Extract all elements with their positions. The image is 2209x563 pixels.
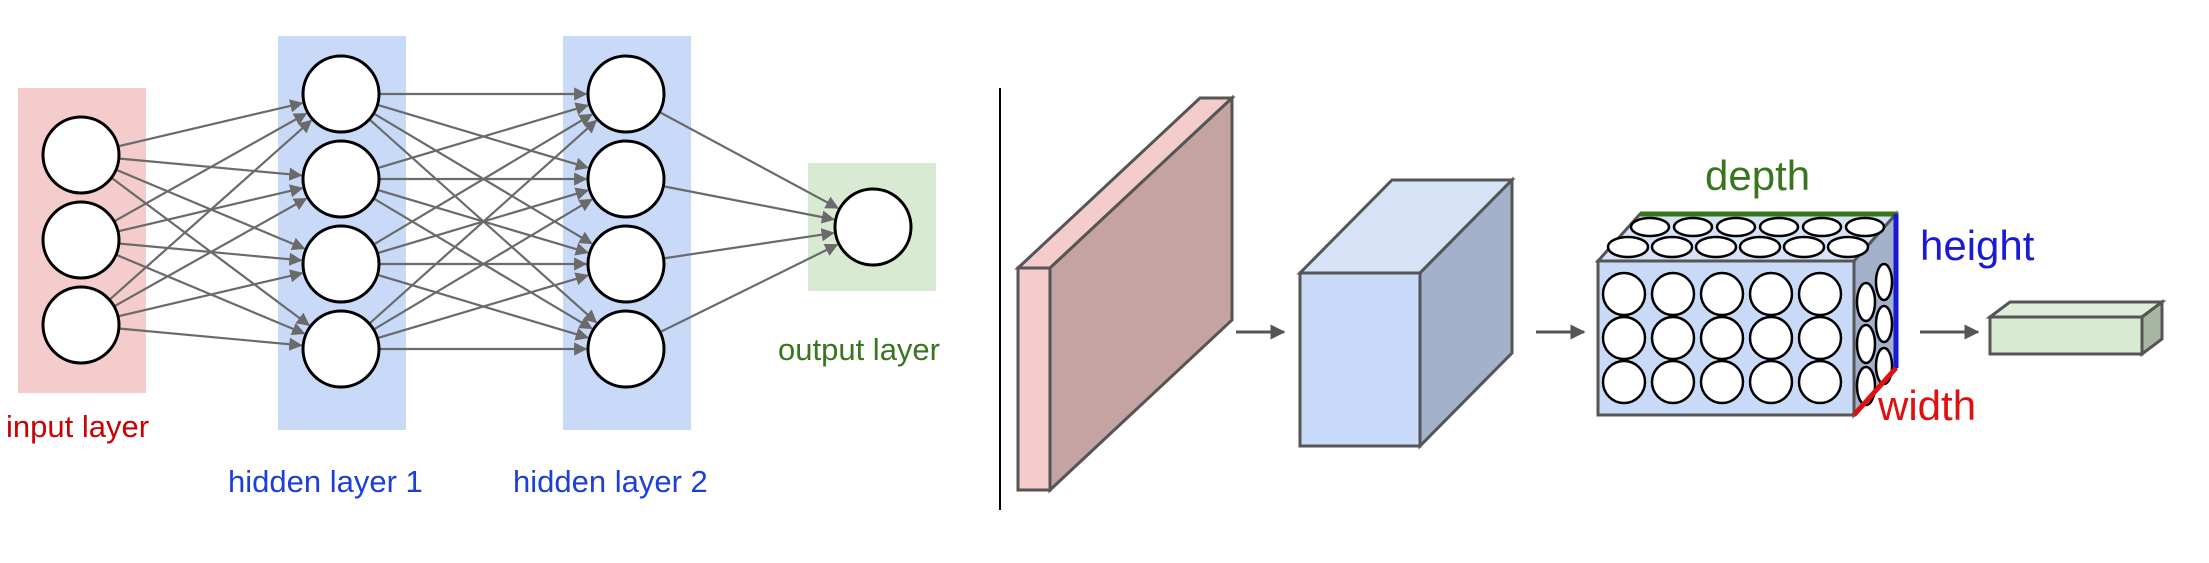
input-neuron [41, 285, 121, 365]
volume-neuron [1748, 315, 1794, 361]
output-neuron [833, 187, 913, 267]
volume-neuron [1748, 271, 1794, 317]
volume-neuron [1601, 359, 1647, 405]
hidden2-neuron [586, 309, 666, 389]
connection-arrow [117, 269, 304, 318]
hidden1-neuron [301, 309, 381, 389]
volume-neuron [1797, 359, 1843, 405]
connection-arrow [377, 102, 589, 170]
volume-neuron [1699, 359, 1745, 405]
connection-arrow [658, 111, 839, 210]
height-label: height [1920, 222, 2035, 269]
volume-neuron [1874, 262, 1894, 302]
volume-neuron [1797, 315, 1843, 361]
volume-neuron [1782, 235, 1826, 259]
hidden1-neuron [301, 139, 381, 219]
width-label: width [1877, 382, 1976, 429]
width-edge [1852, 366, 1898, 417]
input-neuron [41, 115, 121, 195]
connection-arrow [118, 327, 303, 351]
hidden2-neuron [586, 139, 666, 219]
connection-arrow [663, 228, 835, 260]
connection-arrow [368, 119, 598, 325]
connection-arrow [659, 243, 839, 334]
volume-neuron [1601, 271, 1647, 317]
volume-neuron [1748, 359, 1794, 405]
depth-label: depth [1705, 152, 1810, 199]
hidden-layer-2-label: hidden layer 2 [513, 464, 708, 499]
connection-arrow [113, 112, 308, 223]
volume-neuron [1606, 235, 1650, 259]
volume-neuron [1715, 216, 1757, 238]
volume-neuron [1855, 281, 1877, 323]
volume-neuron [1601, 315, 1647, 361]
connection-arrow [373, 198, 593, 331]
volume-neuron [1650, 271, 1696, 317]
volume-neuron [1699, 271, 1745, 317]
volume-neuron [1855, 323, 1877, 365]
volume-neuron [1801, 216, 1843, 238]
cnn-panel: depth height width [1014, 94, 2167, 494]
connection-arrow [373, 113, 593, 246]
hidden2-neuron [586, 224, 666, 304]
hidden-volume-cube [1296, 176, 1516, 450]
volume-neuron [1699, 315, 1745, 361]
volume-neuron [1672, 216, 1714, 238]
volume-neuron [1694, 235, 1738, 259]
connection-arrow [108, 119, 313, 301]
neurons [41, 54, 913, 389]
volume-neuron [1797, 271, 1843, 317]
volume-neuron [1758, 216, 1800, 238]
connections [108, 87, 839, 356]
output-volume-box [1985, 299, 2167, 357]
hidden-layer-1-label: hidden layer 1 [228, 464, 423, 499]
connection-arrow [377, 272, 589, 340]
volume-neuron [1650, 235, 1694, 259]
volume-neuron [1650, 359, 1696, 405]
neural-network-panel: input layer hidden layer 1 hidden layer … [6, 36, 940, 499]
volume-neuron [1826, 235, 1870, 259]
volume-neuron [1844, 216, 1886, 238]
hidden1-neuron [301, 54, 381, 134]
connection-arrow [113, 197, 308, 308]
volume-neuron [1738, 235, 1782, 259]
input-neuron [41, 200, 121, 280]
volume-neurons [1601, 216, 1894, 407]
hidden2-neuron [586, 54, 666, 134]
connection-arrow [663, 185, 836, 224]
input-layer-label: input layer [6, 409, 149, 444]
input-volume-slab [1014, 94, 1236, 494]
volume-neuron [1629, 216, 1671, 238]
hidden1-neuron [301, 224, 381, 304]
neuron-volume-box [1594, 210, 1900, 419]
volume-neuron [1874, 304, 1894, 344]
connection-arrow [117, 99, 304, 148]
output-layer-label: output layer [778, 332, 940, 367]
volume-neuron [1650, 315, 1696, 361]
